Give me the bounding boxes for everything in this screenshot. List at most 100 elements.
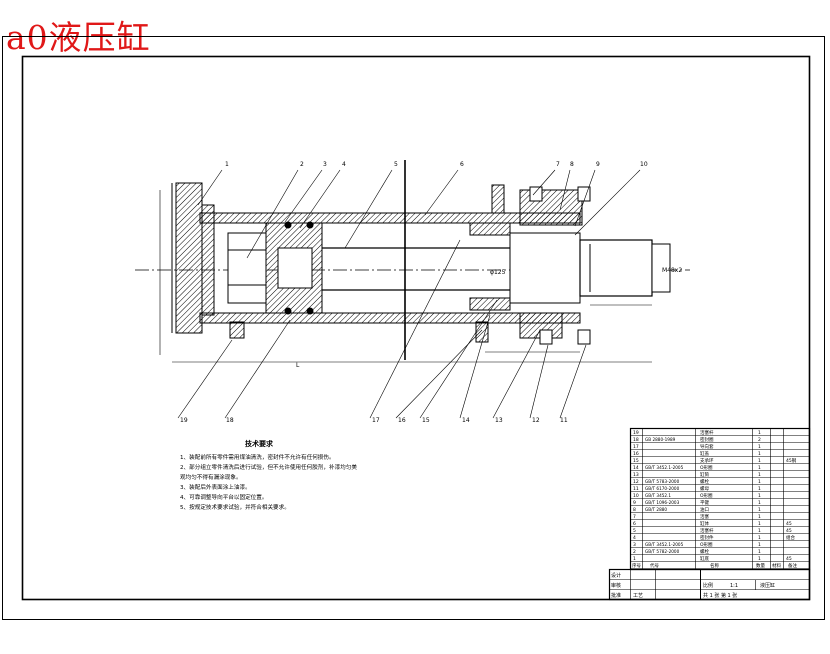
tb-approve: 批准 (611, 592, 621, 599)
bom-no: 11 (633, 486, 639, 492)
tech-req-item: 4、可靠调整导向平台以固定位置。 (180, 493, 267, 501)
bom-header-qty: 数量 (756, 562, 765, 569)
bom-code: GB/T 2880 (645, 507, 667, 512)
rod-thread-label: M48x2 (662, 267, 682, 274)
bom-qty: 1 (758, 479, 761, 485)
drawing-title: a0液压缸 (6, 18, 151, 57)
bom-note: 45钢 (786, 457, 797, 464)
bom-header-no: 序号 (632, 562, 641, 569)
tech-req-item: 5、按规定技术要求试验，并符合相关要求。 (180, 503, 290, 511)
oil-port-bottom (475, 321, 489, 343)
tech-req-heading: 技术要求 (245, 439, 274, 448)
tb-sheet: 共 1 张 第 1 张 (703, 592, 737, 599)
guide-sleeve (509, 232, 581, 304)
bom-code: GB 2880-1989 (645, 437, 676, 442)
bolt-bottom (539, 329, 553, 345)
tb-scale: 1:1 (730, 583, 738, 589)
bom-code: GB/T 1096-2003 (645, 500, 680, 505)
bom-no: 15 (633, 458, 639, 464)
parts-list (608, 427, 811, 601)
part-label-9: 9 (596, 161, 600, 168)
bom-qty: 1 (758, 542, 761, 548)
bom-header-material: 材料 (772, 562, 781, 569)
bom-name: 活塞杆 (700, 527, 714, 534)
bom-qty: 1 (758, 549, 761, 555)
rod-end (579, 239, 653, 297)
bom-note: 组合 (786, 534, 795, 541)
bom-no: 7 (633, 514, 636, 520)
bom-code: GB/T 5782-2000 (645, 549, 680, 554)
part-label-11: 11 (560, 417, 568, 424)
bom-code: GB/T 3452.1-2005 (645, 465, 684, 470)
tb-design: 设计 (611, 572, 621, 579)
bom-no: 14 (633, 465, 639, 471)
bom-name: 平键 (700, 499, 709, 506)
bom-note: 45 (786, 521, 792, 527)
tech-req-item: 3、装配后外表面涂上油漆。 (180, 483, 251, 491)
bom-name: 螺栓 (700, 548, 709, 555)
part-label-8: 8 (570, 161, 574, 168)
part-label-12: 12 (532, 417, 540, 424)
part-label-18: 18 (226, 417, 234, 424)
bom-code: GB/T 3452.1 (645, 493, 671, 498)
bom-qty: 1 (758, 514, 761, 520)
bom-no: 16 (633, 451, 639, 457)
bom-qty: 1 (758, 507, 761, 513)
tb-drawing-name: 液压缸 (760, 582, 775, 589)
bom-header-name: 名称 (710, 562, 719, 569)
bom-qty: 1 (758, 535, 761, 541)
bom-qty: 1 (758, 500, 761, 506)
tb-process: 工艺 (633, 593, 643, 599)
bom-name: 油口 (700, 506, 709, 513)
tb-check: 审核 (611, 582, 621, 589)
bom-name: O形圈 (700, 541, 713, 548)
part-label-3: 3 (323, 161, 327, 168)
bom-qty: 1 (758, 493, 761, 499)
bom-name: 缸筒 (700, 471, 709, 478)
title-block-text: 设计 审核 批准 工艺 比例 1:1 液压缸 共 1 张 第 1 张 (611, 572, 775, 599)
end-cap-flange (175, 182, 203, 334)
bom-no: 17 (633, 444, 639, 450)
bom-name: 螺栓 (700, 478, 709, 485)
piston-bore (277, 247, 313, 289)
bom-qty: 1 (758, 486, 761, 492)
bom-qty: 1 (758, 465, 761, 471)
part-label-6: 6 (460, 161, 464, 168)
bom-no: 4 (633, 535, 636, 541)
bom-no: 12 (633, 479, 639, 485)
tech-req-item: 2、部分组立零件清洗后进行试验，但不允许使用任何胶剂，补漆均匀美 (180, 463, 357, 471)
bom-qty: 2 (758, 437, 761, 443)
bom-qty: 1 (758, 458, 761, 464)
bom-name: 支承环 (700, 457, 714, 464)
bom-qty: 1 (758, 451, 761, 457)
part-label-1: 1 (225, 161, 229, 168)
bom-name: 活塞 (700, 513, 709, 520)
bom-name: 活塞杆 (700, 429, 714, 436)
bom-header-note: 备注 (788, 562, 797, 569)
part-label-5: 5 (394, 161, 398, 168)
bom-note: 45 (786, 556, 792, 562)
technical-requirements: 技术要求 1、装配前所有零件需用煤油清洗，密封件不允许有任何损伤。 2、部分组立零… (180, 439, 357, 511)
bom-name: O形圈 (700, 492, 713, 499)
bom-qty: 1 (758, 472, 761, 478)
outer-border (2, 36, 825, 620)
bom-qty: 1 (758, 444, 761, 450)
tb-scale-label: 比例 (703, 582, 713, 589)
gland-top (519, 189, 583, 226)
bom-code: GB/T 3452.1-2005 (645, 542, 684, 547)
bom-name: 螺母 (700, 485, 709, 492)
bolt-top (529, 186, 543, 202)
oil-port-cap (229, 321, 245, 339)
bom-qty: 1 (758, 521, 761, 527)
bom-no: 2 (633, 549, 636, 555)
bom-name: 密封件 (700, 534, 714, 541)
bom-name: 密封圈 (700, 436, 714, 443)
tech-req-item: 1、装配前所有零件需用煤油清洗，密封件不允许有任何损伤。 (180, 453, 335, 461)
bom-name: 缸体 (700, 520, 709, 527)
bom-no: 1 (633, 556, 636, 562)
part-label-13: 13 (495, 417, 503, 424)
tech-req-item: 观均匀不得有漏涂现象。 (180, 473, 242, 481)
bom-name: O形圈 (700, 464, 713, 471)
